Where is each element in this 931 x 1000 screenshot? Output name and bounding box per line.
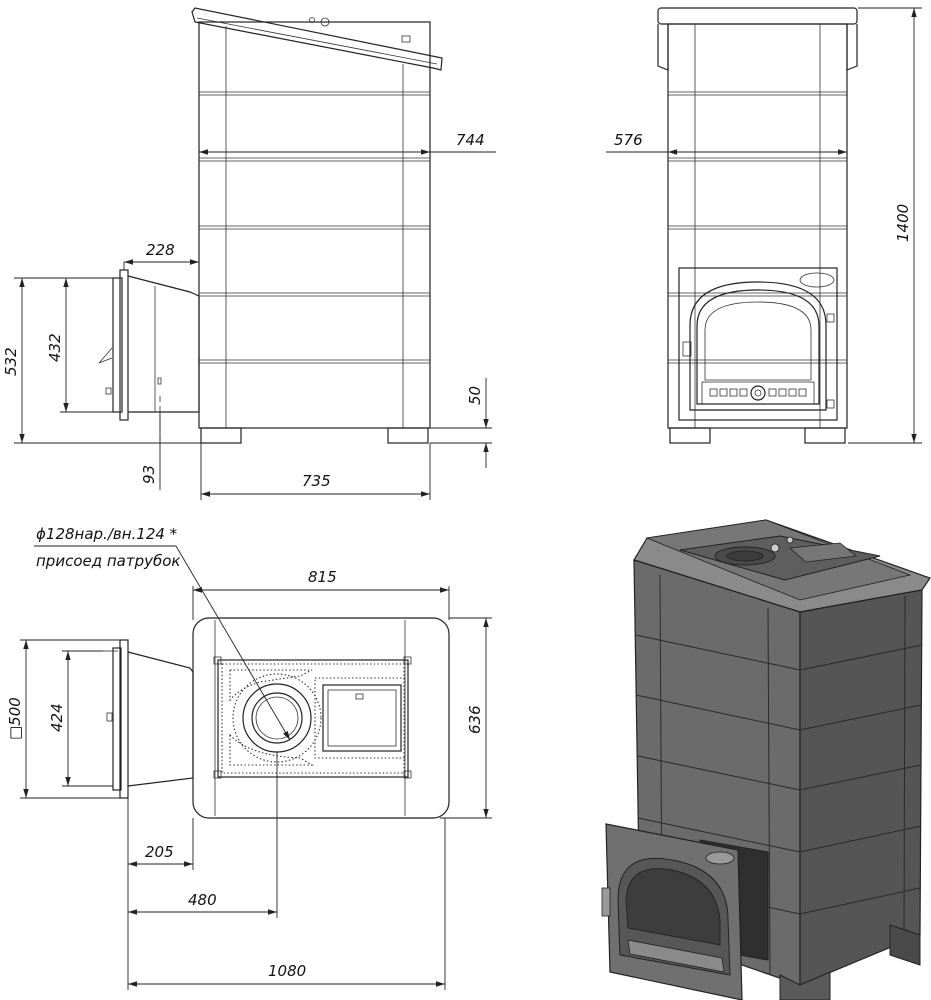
dim-636: 636 bbox=[466, 705, 484, 734]
dimension-labels: 744 576 1400 228 532 432 50 93 735 ϕ128н… bbox=[2, 131, 912, 980]
dim-432: 432 bbox=[46, 333, 64, 362]
flue-note: присоед патрубок bbox=[36, 552, 181, 570]
dim-205: 205 bbox=[145, 843, 174, 861]
dim-1080: 1080 bbox=[268, 962, 306, 980]
dim-735: 735 bbox=[302, 472, 331, 490]
dim-532: 532 bbox=[2, 347, 20, 376]
flue-spec: ϕ128нар./вн.124 * bbox=[36, 525, 178, 543]
dim-50: 50 bbox=[466, 386, 484, 405]
dim-1400: 1400 bbox=[894, 204, 912, 242]
isometric-view bbox=[601, 519, 931, 1000]
dim-square-500: □500 bbox=[6, 697, 24, 740]
dimension-lines bbox=[14, 7, 922, 990]
dim-576: 576 bbox=[614, 131, 643, 149]
dim-815: 815 bbox=[308, 568, 337, 586]
dim-744: 744 bbox=[456, 131, 485, 149]
dim-480: 480 bbox=[188, 891, 217, 909]
front-view bbox=[657, 7, 858, 444]
dim-93: 93 bbox=[140, 465, 158, 484]
plan-view bbox=[103, 617, 450, 819]
side-view bbox=[98, 7, 443, 444]
dim-228: 228 bbox=[146, 241, 175, 259]
dim-424: 424 bbox=[48, 703, 66, 732]
